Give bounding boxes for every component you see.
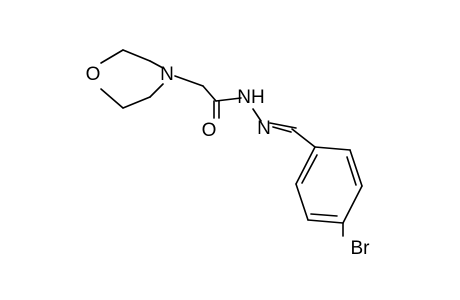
bond-ar-inner2 [310,213,338,217]
bond-c3-c4 [122,96,151,109]
bond-o-c1 [100,49,124,64]
atom-oxygen-ring: O [86,64,101,85]
bond-ar5 [295,183,309,221]
linker-chain [174,75,316,148]
bond-nh-n [252,108,262,122]
bond-ch-ring [291,128,316,148]
bromophenyl-ring [295,146,363,237]
bond-ar1 [314,146,351,151]
bond-ar-inner1 [346,156,357,186]
bond-n-ch-b [269,122,297,129]
bond-ar-inner3 [301,154,318,184]
bond-n-c3 [149,83,164,98]
atom-nh: NH [237,87,264,108]
atom-oxygen-carbonyl: O [202,120,217,141]
bond-ar3 [342,185,363,224]
morpholine-ring [100,49,164,109]
atom-bromine: Br [351,238,371,259]
atom-nitrogen-ring: N [160,64,174,85]
bond-n-ch-a [272,126,292,133]
bond-ar4 [307,219,344,224]
atom-n-imine: N [257,118,271,139]
bond-ar2 [349,149,363,187]
bond-n-ch2 [174,75,204,87]
bond-co-nh [215,97,242,102]
bond-ar6 [295,146,316,185]
bond-c2-n [149,60,164,69]
bond-c4-o [100,88,124,109]
bond-ch2-co [202,85,217,102]
bond-c1-c2 [122,49,151,62]
